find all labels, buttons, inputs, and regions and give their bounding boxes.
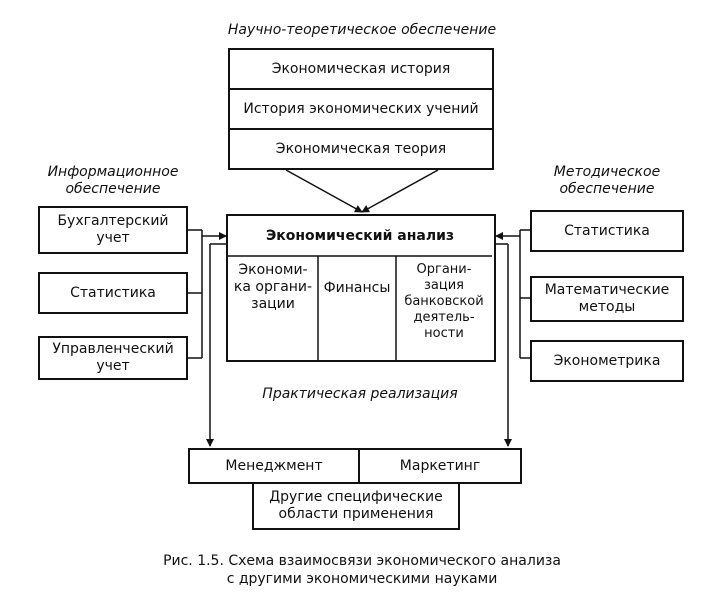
box-managerial-accounting: Управленческий учет	[38, 336, 188, 380]
box-other-applications: Другие специфические области применения	[252, 482, 460, 530]
figure-caption-line1: Рис. 1.5. Схема взаимосвязи экономическо…	[163, 553, 561, 569]
cell-finance: Финансы	[323, 280, 391, 296]
box-mathematical-methods: Математические методы	[530, 276, 684, 322]
label-methodical-support: Методическое обеспечение	[553, 164, 661, 197]
box-economic-theory: Экономическая теория	[228, 128, 494, 170]
box-marketing: Маркетинг	[358, 448, 522, 484]
box-economic-history: Экономическая история	[228, 48, 494, 90]
box-statistics-right: Статистика	[530, 210, 684, 252]
box-economic-analysis	[226, 214, 496, 362]
arrow-theory-right	[361, 169, 439, 213]
box-management: Менеджмент	[188, 448, 360, 484]
cell-organization-economics: Экономи- ка органи- зации	[233, 262, 313, 312]
box-statistics-left: Статистика	[38, 272, 188, 314]
box-econometrics: Эконометрика	[530, 340, 684, 382]
box-accounting: Бухгалтерский учет	[38, 206, 188, 254]
arrow-theory-left	[285, 169, 363, 213]
label-information-support: Информационное обеспечение	[47, 164, 179, 197]
cell-banking-organization: Органи- зация банковской деятель- ности	[404, 262, 484, 341]
label-practical-realization: Практическая реализация	[262, 386, 458, 402]
box-history-economic-thought: История экономических учений	[228, 88, 494, 130]
center-title: Экономический анализ	[265, 228, 455, 244]
label-theory-support: Научно-теоретическое обеспечение	[227, 22, 497, 38]
figure-caption-line2: с другими экономическими науками	[226, 571, 498, 587]
